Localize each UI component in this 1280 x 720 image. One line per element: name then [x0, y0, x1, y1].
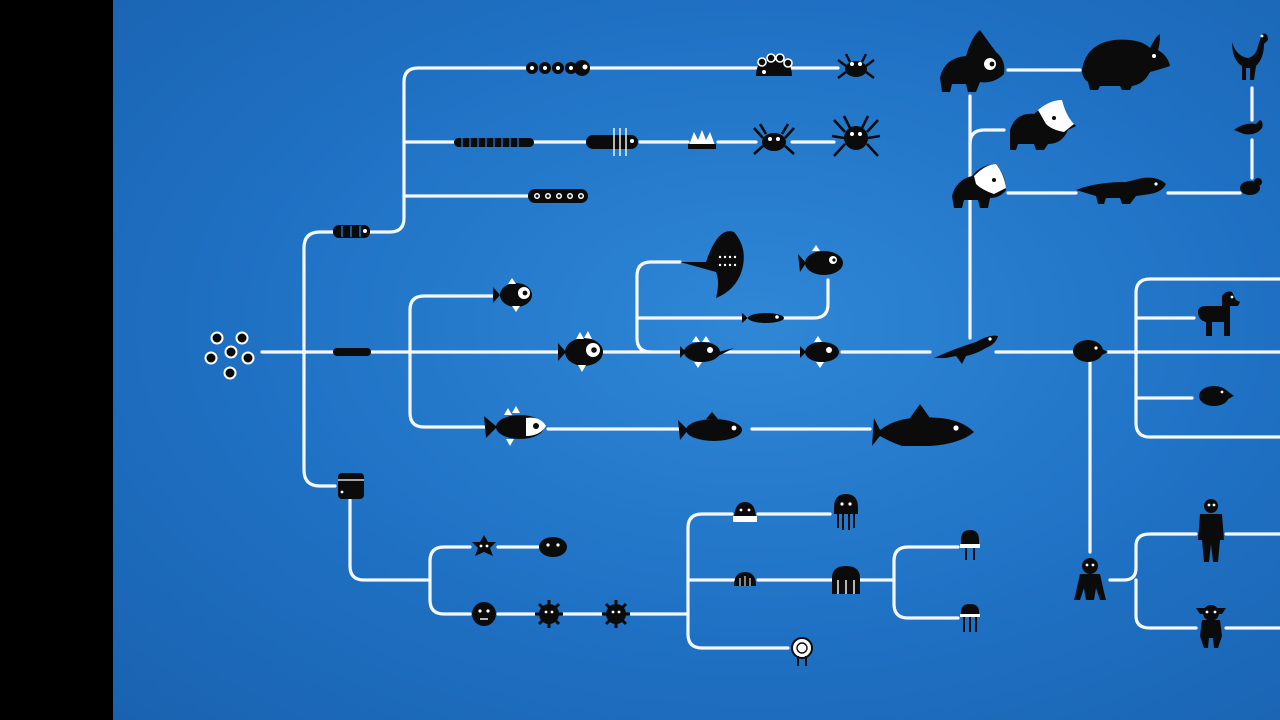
crab-icon	[837, 53, 875, 79]
virus-icon	[602, 600, 630, 628]
jellyfish-icon	[733, 502, 757, 522]
round-jelly-icon	[791, 637, 813, 666]
jellyfish-icon	[834, 494, 858, 530]
cell-cluster-icon	[204, 331, 255, 380]
segmented-larva-icon	[333, 225, 370, 238]
mole-icon	[1073, 340, 1108, 362]
starfish-icon	[472, 535, 496, 556]
beaded-worm-icon	[526, 60, 590, 76]
branch-line	[348, 498, 432, 582]
branch-line	[635, 260, 653, 354]
chick-icon	[1240, 178, 1262, 195]
gorilla-icon	[1198, 499, 1224, 562]
branch-line	[368, 66, 530, 234]
branch-line	[968, 128, 1006, 146]
polyp-icon	[960, 604, 980, 632]
rodent-icon	[1199, 386, 1234, 406]
triceratops-icon	[940, 30, 1005, 92]
branch-line	[686, 512, 790, 650]
piranha-icon	[798, 245, 843, 275]
beaded-worm-icon	[528, 189, 588, 203]
flat-fish-icon	[742, 313, 784, 323]
shark-icon	[872, 404, 974, 446]
branch-line	[302, 230, 337, 488]
worm-icon	[333, 348, 371, 356]
small-bird-icon	[1234, 120, 1263, 135]
spider-icon	[831, 115, 881, 157]
crab-icon	[753, 123, 795, 155]
urchin-icon	[472, 602, 496, 626]
crested-reptile-icon	[952, 164, 1006, 208]
spiky-fish-icon	[558, 331, 603, 372]
rhino-icon	[1082, 34, 1170, 90]
branch-line	[1134, 578, 1198, 630]
branch-line	[1134, 277, 1280, 439]
branch-line	[408, 294, 490, 429]
branch-line	[1108, 532, 1198, 582]
monkey-icon	[1074, 558, 1106, 600]
shell-creature-icon	[756, 53, 793, 76]
jellyfish-icon	[734, 572, 756, 586]
lemur-icon	[1196, 605, 1226, 648]
angler-fish-icon	[680, 336, 734, 368]
branch-line	[782, 278, 830, 320]
round-fish-icon	[800, 336, 839, 368]
polyp-icon	[960, 530, 980, 560]
sponge-icon	[338, 473, 364, 499]
trilobite-icon	[688, 130, 716, 149]
virus-icon	[535, 600, 563, 628]
spiny-fish-icon	[484, 406, 546, 446]
striped-fish-icon	[678, 412, 742, 441]
tapir-beast-icon	[1010, 100, 1076, 150]
bristle-worm-icon	[586, 128, 638, 156]
jellyfish-icon	[832, 566, 860, 594]
crocodile-icon	[1076, 177, 1166, 204]
blob-icon	[539, 537, 567, 557]
small-fish-icon	[493, 278, 532, 312]
left-black-bar	[0, 0, 113, 720]
stingray-icon	[680, 231, 744, 298]
branch-line	[428, 545, 472, 616]
branch-line	[892, 545, 960, 620]
lizard-icon	[934, 335, 998, 364]
bird-icon	[1232, 33, 1268, 80]
tree-lines	[260, 66, 1280, 650]
llama-icon	[1198, 291, 1240, 336]
centipede-icon	[454, 138, 534, 147]
